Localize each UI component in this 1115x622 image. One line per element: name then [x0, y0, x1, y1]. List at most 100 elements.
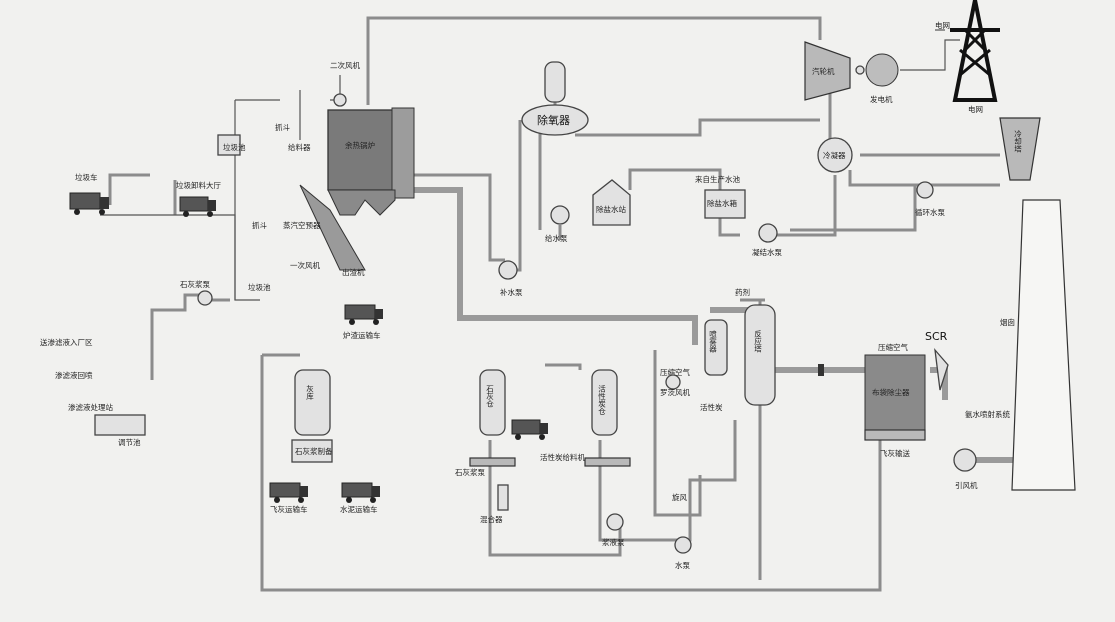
- air-heater-label: 蒸汽空预器: [283, 220, 321, 230]
- boiler-economizer: [392, 108, 414, 198]
- water-pump-label: 水泵: [675, 560, 690, 570]
- water-treatment-label: 除盐水站: [596, 204, 626, 214]
- scr-air-label: 压缩空气: [878, 342, 908, 352]
- condenser-label: 冷凝器: [823, 150, 846, 160]
- circulation-pipe: [790, 185, 915, 230]
- leachate-sys-label: 渗滤液处理站: [68, 402, 113, 412]
- reagent-truck-icon: [512, 420, 548, 440]
- reagent-pipe-4: [545, 365, 580, 370]
- ash-truck-label: 飞灰运输车: [270, 504, 308, 514]
- lime-slurry-label: 石灰浆制备: [295, 446, 333, 456]
- prod-water-label: 来自生产水池: [695, 174, 740, 184]
- spray-label: 喷雾器: [708, 329, 717, 354]
- carbon-label: 活性炭: [700, 402, 723, 412]
- slag-truck-icon: [345, 305, 383, 325]
- truck-line: [110, 175, 175, 215]
- boiler-hopper: [328, 190, 395, 215]
- feed-pit-label: 调节池: [118, 437, 141, 447]
- secondary-fan-label: 二次风机: [330, 60, 360, 70]
- unload-truck-icon: [180, 197, 216, 217]
- cement-truck-icon: [342, 483, 380, 503]
- stack-label: 烟囱: [1000, 317, 1015, 327]
- steam-pipe: [368, 18, 820, 105]
- makeup-pump-icon: [499, 261, 517, 279]
- lime-silo-label: 石灰仓: [485, 385, 494, 408]
- carbon-feeder-icon: [585, 458, 630, 466]
- garbage-truck-icon: [70, 193, 109, 215]
- leachate-pipe: [152, 295, 205, 380]
- water-cool-label: 渗滤液回喷: [55, 370, 93, 380]
- garbage-truck-label: 垃圾车: [75, 172, 98, 182]
- crane-label: 抓斗: [275, 122, 290, 132]
- scr-label: SCR: [925, 330, 948, 343]
- crane-line: [235, 90, 300, 140]
- feed-pump-icon: [551, 206, 569, 224]
- pit-bottom-label: 垃圾池: [248, 282, 271, 292]
- cyclone-label: 旋风: [672, 492, 687, 502]
- water-pump-icon: [675, 537, 691, 553]
- condensate-pump-label: 凝结水泵: [752, 247, 782, 257]
- boiler-label: 余热锅炉: [345, 140, 375, 150]
- circ-pump-icon: [917, 182, 933, 198]
- cooling-tower-label: 冷却塔: [1013, 129, 1022, 154]
- makeup-tank-label: 除盐水箱: [707, 198, 737, 208]
- power-line: [900, 40, 960, 70]
- water-treatment-icon: [593, 180, 630, 225]
- reactor-icon: [745, 305, 775, 405]
- leachate-tank-icon: [95, 415, 145, 435]
- flue-gas-duct: [400, 190, 695, 345]
- fan1-label: 一次风机: [290, 260, 320, 270]
- leachate-in-label: 送渗滤液入厂区: [40, 337, 93, 347]
- reactor-label: 反应塔: [753, 329, 762, 354]
- baghouse-hopper: [865, 430, 925, 440]
- leachate-pump-icon: [198, 291, 212, 305]
- id-fan-icon: [954, 449, 976, 471]
- deaerator-column: [545, 62, 565, 102]
- air-fan-icon: [666, 375, 680, 389]
- ammonia-label: 氨水喷射系统: [965, 409, 1010, 419]
- carbon-feeder-label: 活性炭给料机: [540, 452, 585, 462]
- lime-feeder-label: 石灰浆泵: [455, 467, 485, 477]
- feed-pump-label: 给水泵: [545, 233, 568, 243]
- ash-truck-icon: [270, 483, 308, 503]
- unload-hall-label: 垃圾卸料大厅: [176, 180, 221, 190]
- secondary-fan-icon: [334, 94, 346, 106]
- transmission-tower: [950, 0, 1000, 100]
- slag-truck-label: 炉渣运输车: [343, 330, 381, 340]
- deaerator-pipe: [540, 70, 820, 230]
- lime-feed-label: 石灰浆泵: [180, 279, 210, 289]
- feed-pipe: [510, 120, 520, 270]
- slag-label: 出渣机: [342, 267, 365, 277]
- mixer-icon: [498, 485, 508, 510]
- mixer-label: 混合器: [480, 514, 503, 524]
- baghouse-label: 布袋除尘器: [872, 387, 910, 397]
- circ-pump-label: 循环水泵: [915, 207, 945, 217]
- carbon-silo-label: 活性炭仓: [597, 384, 606, 416]
- grid-label: 电网: [935, 20, 950, 30]
- deaerator-label: 除氧器: [537, 113, 570, 127]
- coupling-icon: [856, 66, 864, 74]
- ash-silo-label: 灰库: [305, 384, 314, 402]
- turbine-label: 汽轮机: [812, 66, 835, 76]
- feed-hopper-label: 给料器: [288, 142, 311, 152]
- cement-truck-label: 水泥运输车: [340, 504, 378, 514]
- ash-silo-icon: [295, 370, 330, 435]
- stack-icon: [1012, 200, 1075, 490]
- condensate-pump-icon: [759, 224, 777, 242]
- chem-label: 药剂: [735, 287, 750, 297]
- id-fan-label: 引风机: [955, 480, 978, 490]
- slurry-pump-label: 浆液泵: [602, 537, 625, 547]
- tower-label: 电网: [968, 104, 983, 114]
- lime-feeder-icon: [470, 458, 515, 466]
- condensate-pipe: [770, 175, 835, 235]
- generator-icon: [866, 54, 898, 86]
- pit-label: 垃圾池: [223, 142, 246, 152]
- damper-icon: [818, 364, 824, 376]
- slurry-pump-icon: [607, 514, 623, 530]
- flyash-label: 飞灰输送: [880, 448, 910, 458]
- generator-label: 发电机: [870, 94, 893, 104]
- makeup-pump-label: 补水泵: [500, 287, 523, 297]
- pit-label-small: 抓斗: [252, 220, 267, 230]
- air-fan-label: 罗茨风机: [660, 387, 690, 397]
